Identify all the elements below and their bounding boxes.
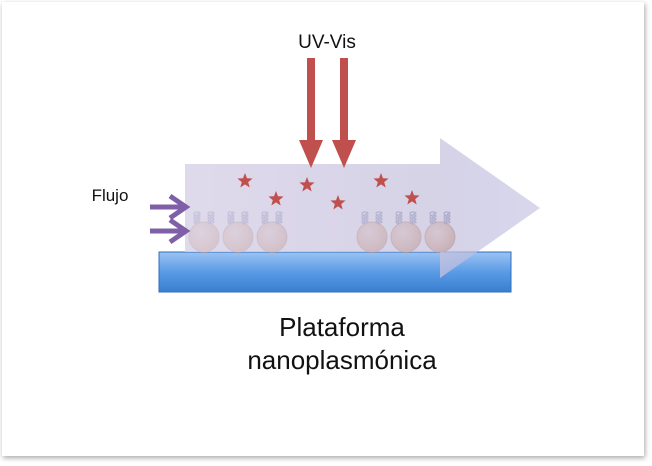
downward-light-arrow-icon <box>332 58 356 168</box>
flow-arrow-icon <box>150 217 191 245</box>
star-icon <box>237 173 253 188</box>
star-icon <box>330 195 346 210</box>
analyte-stars <box>237 173 420 210</box>
flow-arrows <box>150 193 191 245</box>
platform-label-line1: Plataforma <box>279 312 405 342</box>
platform-label-line2: nanoplasmónica <box>247 345 437 375</box>
uv-vis-arrows <box>299 58 356 168</box>
star-icon <box>299 177 315 192</box>
uv-vis-label: UV-Vis <box>298 32 356 53</box>
star-icon <box>404 190 420 205</box>
star-icon <box>373 173 389 188</box>
star-icon <box>268 191 284 206</box>
flow-arrow-icon <box>150 193 191 221</box>
flow-label: Flujo <box>92 186 129 205</box>
flow-band-arrow <box>185 138 540 278</box>
downward-light-arrow-icon <box>299 58 323 168</box>
